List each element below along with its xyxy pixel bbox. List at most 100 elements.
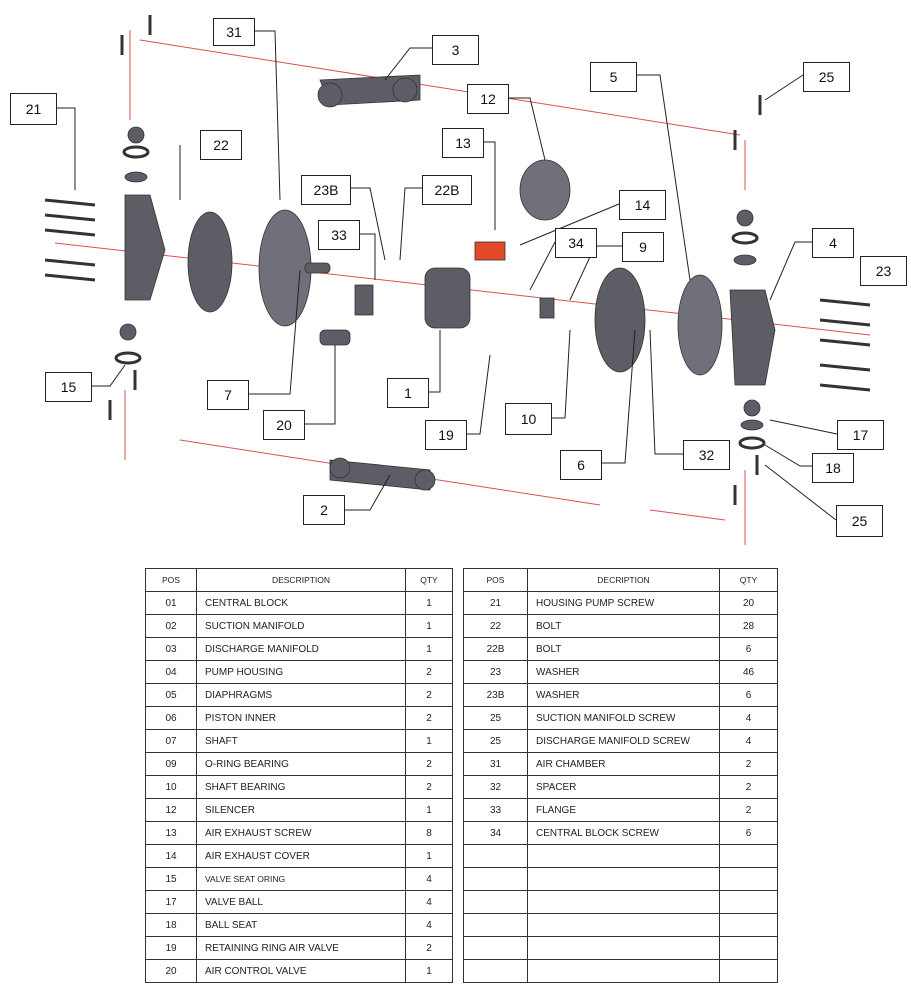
cell-desc: PUMP HOUSING [196,660,406,684]
cell-pos: 06 [145,706,197,730]
cell-qty: 4 [405,867,453,891]
cell-qty: 2 [405,706,453,730]
cell-pos: 03 [145,637,197,661]
callout-2: 2 [303,495,345,525]
cell-desc: SUCTION MANIFOLD [196,614,406,638]
cell-desc [527,959,720,983]
cell-qty: 2 [719,775,778,799]
cell-pos: 34 [463,821,528,845]
cell-pos: 25 [463,706,528,730]
callout-4: 4 [812,228,854,258]
cell-desc: SILENCER [196,798,406,822]
cell-desc: VALVE SEAT ORING [196,867,406,891]
cell-qty: 4 [405,913,453,937]
cell-desc [527,913,720,937]
table-row [463,844,778,868]
cell-pos: 32 [463,775,528,799]
cell-desc [527,890,720,914]
cell-qty: 1 [405,798,453,822]
cell-pos [463,867,528,891]
cell-pos: 20 [145,959,197,983]
cell-desc: SHAFT BEARING [196,775,406,799]
callout-12: 12 [467,84,509,114]
callout-17: 17 [837,420,884,450]
callout-23: 23 [860,256,907,286]
cell-desc [527,936,720,960]
cell-pos: 05 [145,683,197,707]
callout-3: 3 [432,35,479,65]
cell-desc: AIR EXHAUST COVER [196,844,406,868]
callout-34: 34 [555,228,597,258]
cell-qty: 46 [719,660,778,684]
cell-pos: 14 [145,844,197,868]
callout-6: 6 [560,450,602,480]
callout-19: 19 [425,420,467,450]
cell-desc: O-RING BEARING [196,752,406,776]
cell-qty [719,867,778,891]
cell-qty: 20 [719,591,778,615]
cell-qty: 8 [405,821,453,845]
cell-pos [463,936,528,960]
callout-14: 14 [619,190,666,220]
cell-qty: 1 [405,614,453,638]
cell-pos: 33 [463,798,528,822]
callout-18: 18 [812,453,854,483]
cell-qty: 1 [405,637,453,661]
cell-pos: 18 [145,913,197,937]
cell-desc: WASHER [527,683,720,707]
cell-desc: HOUSING PUMP SCREW [527,591,720,615]
callout-25-top: 25 [803,62,850,92]
pump-parts [114,74,776,491]
table-row [463,959,778,983]
callout-21: 21 [10,93,57,125]
header-description: DESCRIPTION [196,568,406,592]
cell-desc: BOLT [527,637,720,661]
cell-qty: 4 [719,706,778,730]
cell-qty: 2 [405,683,453,707]
cell-qty: 1 [405,591,453,615]
cell-qty: 1 [405,729,453,753]
callout-10: 10 [505,403,552,435]
cell-pos [463,844,528,868]
callout-23b: 23B [301,175,351,205]
cell-pos [463,890,528,914]
cell-pos: 04 [145,660,197,684]
callout-1: 1 [387,378,429,408]
header-pos: POS [463,568,528,592]
screws [44,15,871,505]
cell-pos: 21 [463,591,528,615]
cell-desc: DISCHARGE MANIFOLD [196,637,406,661]
cell-desc: AIR EXHAUST SCREW [196,821,406,845]
cell-desc: AIR CHAMBER [527,752,720,776]
cell-desc: BALL SEAT [196,913,406,937]
cell-pos: 17 [145,890,197,914]
cell-desc: SHAFT [196,729,406,753]
cell-qty: 1 [405,844,453,868]
callout-9: 9 [622,232,664,262]
header-qty: QTY [719,568,778,592]
cell-desc: VALVE BALL [196,890,406,914]
cell-qty: 2 [719,798,778,822]
cell-desc [527,844,720,868]
callout-15: 15 [45,372,92,402]
cell-qty [719,844,778,868]
table-row [463,913,778,937]
callout-32: 32 [683,440,730,470]
